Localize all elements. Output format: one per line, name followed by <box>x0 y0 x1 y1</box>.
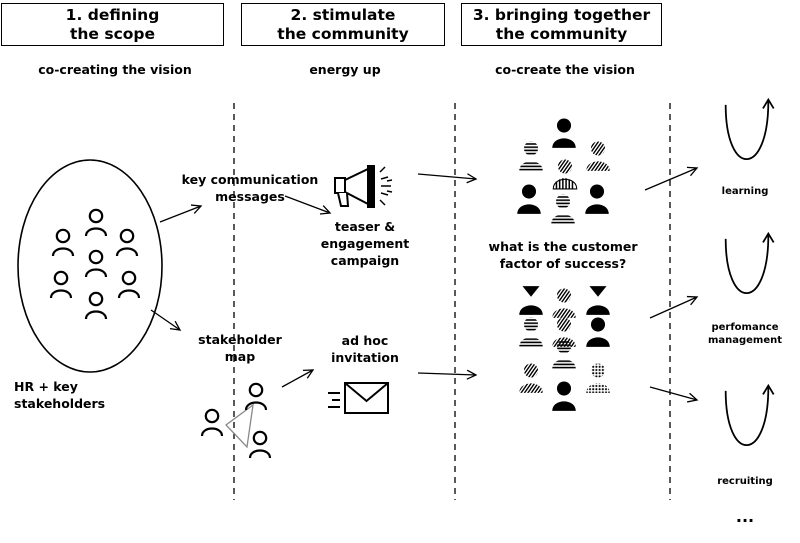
envelope-icon <box>328 382 389 414</box>
person-icon <box>200 408 224 438</box>
patterned-person-icon <box>585 184 609 214</box>
patterned-person-icon <box>552 158 578 190</box>
customer-question-label: what is the customer factor of success? <box>488 239 638 271</box>
person-icon <box>248 430 272 460</box>
phase-2-title: 2. stimulate the community <box>241 3 445 46</box>
patterned-person-icon <box>586 363 610 393</box>
patterned-person-icon <box>517 184 541 214</box>
person-icon <box>115 228 139 258</box>
phase-2-subtitle: energy up <box>309 62 381 77</box>
person-icon <box>51 228 75 258</box>
patterned-person-icon <box>586 141 610 171</box>
arrow-to-recruiting <box>649 386 699 403</box>
person-icon <box>244 382 268 412</box>
arrow-to-performance <box>649 295 699 319</box>
patterned-person-icon <box>552 288 576 318</box>
patterned-person-icon <box>552 118 576 148</box>
arrow-invitation-to-community <box>417 369 478 380</box>
u-curve-arrow-icon <box>724 98 775 161</box>
patterned-person-icon <box>586 317 610 347</box>
outcome-learning: learning <box>721 186 769 197</box>
stakeholder-map-icon <box>200 382 272 460</box>
outcome-performance: perfomance management <box>707 322 783 346</box>
phase-separators <box>233 103 671 500</box>
more-ellipsis: ... <box>735 507 755 526</box>
person-icon <box>84 208 108 238</box>
u-curve-arrow-icon <box>724 232 775 295</box>
u-curve-arrow-icon <box>724 384 775 447</box>
phase-3-subtitle: co-create the vision <box>495 62 635 77</box>
teaser-campaign-label: teaser & engagement campaign <box>320 219 410 268</box>
hr-group-label: HR + key stakeholders <box>14 379 106 411</box>
patterned-person-icon <box>519 141 543 171</box>
patterned-person-icon <box>519 363 543 393</box>
outcome-recruiting: recruiting <box>717 476 773 487</box>
key-messages-label: key communication messages <box>181 172 319 204</box>
patterned-person-icon <box>519 317 543 347</box>
community-cluster-bottom <box>519 286 610 411</box>
arrow-to-stakeholder-map <box>150 309 182 331</box>
arrow-to-learning <box>644 166 699 191</box>
arrow-to-campaign <box>284 195 332 215</box>
hr-group-ellipse <box>17 159 163 373</box>
phase-1-subtitle: co-creating the vision <box>38 62 192 77</box>
patterned-person-icon <box>519 286 543 315</box>
community-cluster-top <box>517 118 610 224</box>
phase-3-title: 3. bringing together the community <box>461 3 662 46</box>
person-icon <box>49 270 73 300</box>
arrow-to-messages <box>159 204 203 223</box>
phase-1-title: 1. defining the scope <box>1 3 224 46</box>
patterned-person-icon <box>552 381 576 411</box>
patterned-person-icon <box>586 286 610 315</box>
megaphone-icon <box>334 165 393 208</box>
patterned-person-icon <box>551 194 575 224</box>
person-icon <box>84 291 108 321</box>
person-icon <box>84 249 108 279</box>
arrow-campaign-to-community <box>417 173 478 184</box>
stakeholder-map-label: stakeholder map <box>198 332 282 364</box>
hr-group-people <box>49 208 141 321</box>
person-icon <box>117 270 141 300</box>
ad-hoc-invitation-label: ad hoc invitation <box>331 333 399 365</box>
arrow-to-invitation <box>281 369 315 388</box>
